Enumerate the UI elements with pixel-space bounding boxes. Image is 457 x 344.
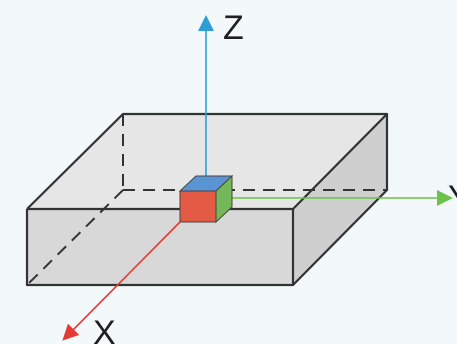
small-cube [178, 174, 234, 224]
slab-hidden-edges [26, 114, 387, 286]
small-cube-right-face [215, 174, 233, 224]
y-axis-label: Y [448, 179, 457, 217]
hidden-edge-diagonal [26, 189, 124, 286]
z-axis-label: Z [223, 9, 244, 47]
axes-back [198, 15, 453, 206]
slab-front-face [27, 209, 293, 285]
small-cube-front-face [179, 190, 217, 223]
slab-top-face [27, 114, 387, 209]
front-outline [25, 209, 295, 287]
right-outline [292, 114, 389, 286]
slab-right-face [293, 114, 387, 285]
x-axis-label: X [93, 314, 116, 344]
axes-front [62, 221, 181, 341]
x-axis-line [62, 221, 181, 341]
slab [25, 112, 389, 287]
